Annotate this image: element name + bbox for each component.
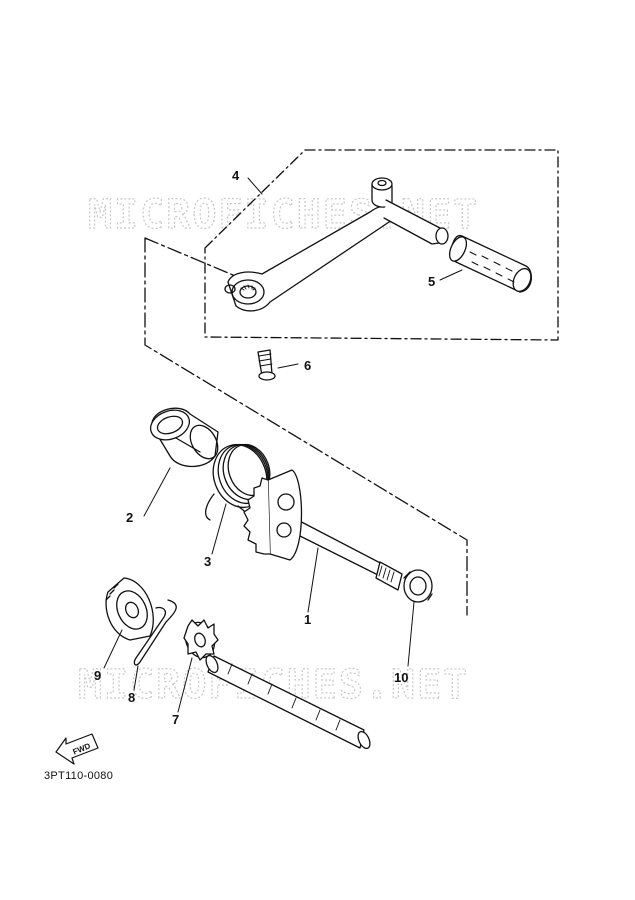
diagram-code: 3PT110-0080 [44, 770, 114, 782]
callout-10: 10 [394, 670, 408, 685]
callout-3: 3 [204, 554, 211, 569]
kick-pinion-gear [183, 619, 219, 661]
assembly-guide-outline [144, 237, 468, 616]
callout-8: 8 [128, 690, 135, 705]
ratchet-clip [133, 599, 177, 666]
kick-lever [224, 177, 449, 312]
callout-9: 9 [94, 668, 101, 683]
callout-1: 1 [304, 612, 311, 627]
callout-5: 5 [428, 274, 435, 289]
kick-rubber-grip [448, 235, 532, 293]
oil-seal [403, 569, 433, 603]
kick-ratchet [105, 577, 154, 641]
kick-collar [149, 407, 219, 468]
lever-assembly-box [204, 149, 559, 341]
callout-7: 7 [172, 712, 179, 727]
lever-bolt [257, 349, 276, 381]
kick-axle [243, 469, 403, 591]
kick-shaft [205, 654, 371, 750]
callout-6: 6 [304, 358, 311, 373]
leader-lines [103, 177, 463, 713]
callout-4: 4 [232, 168, 240, 183]
forward-arrow-icon [55, 733, 99, 765]
callout-2: 2 [126, 510, 133, 525]
